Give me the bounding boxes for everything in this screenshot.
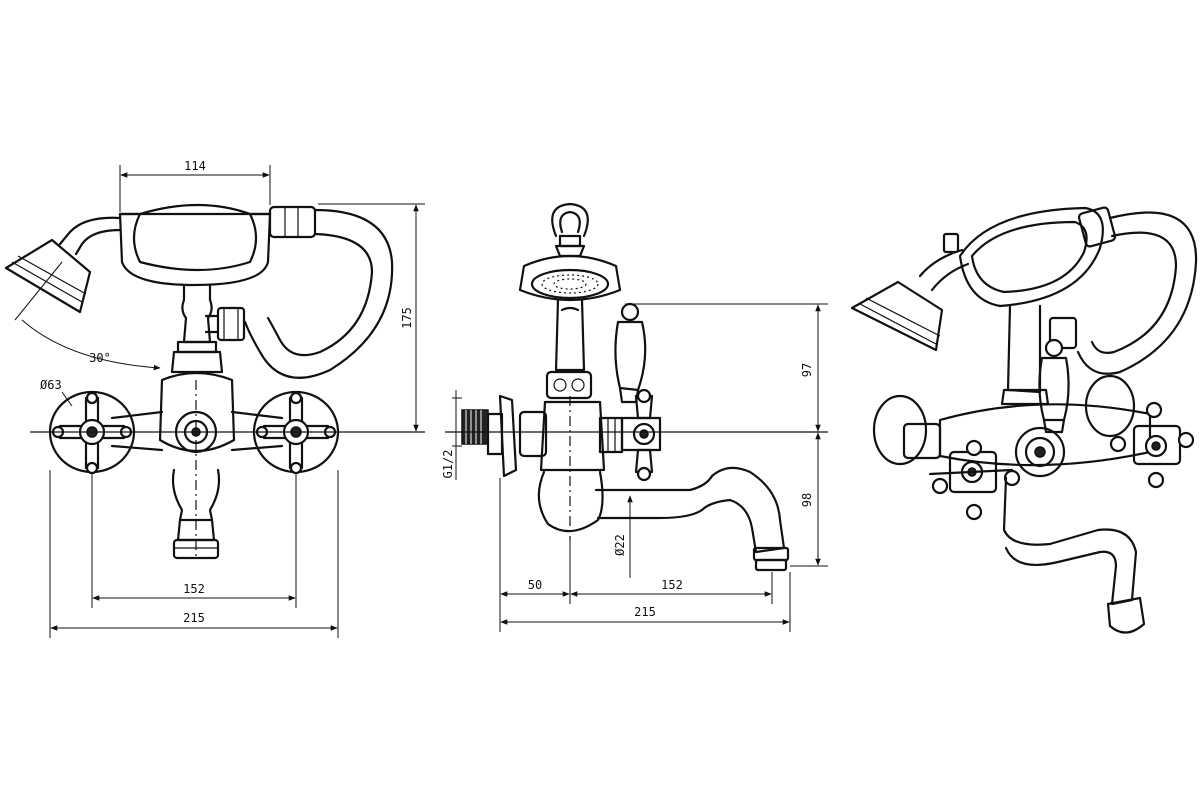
dim-lower-height: 98 <box>800 493 814 507</box>
dim-overall-width: 215 <box>183 611 205 625</box>
dim-handshower-width: 114 <box>184 159 206 173</box>
cross-handle-side <box>620 388 662 482</box>
dim-upper-height: 97 <box>800 363 814 377</box>
front-view: 114 175 30° Ø63 152 215 <box>4 159 425 638</box>
dim-angle: 30° <box>89 351 111 365</box>
dim-handle-diameter: Ø63 <box>40 378 62 392</box>
diverter-lever-iso <box>1038 338 1070 434</box>
dim-thread: G1/2 <box>441 450 455 479</box>
side-view: 97 98 G1/2 Ø22 50 152 215 <box>441 202 828 632</box>
dim-centers: 152 <box>183 582 205 596</box>
diverter-lever-side <box>614 302 647 404</box>
shower-head-iso <box>850 280 944 352</box>
shower-head-side <box>518 254 622 302</box>
left-handle-front <box>48 390 136 475</box>
dim-height: 175 <box>400 307 414 329</box>
dim-spout-diameter: Ø22 <box>613 534 627 556</box>
dim-spout-reach: 152 <box>661 578 683 592</box>
dim-overall-depth: 215 <box>634 605 656 619</box>
isometric-view <box>850 206 1198 634</box>
right-handle-iso <box>1109 401 1195 489</box>
dim-wall-offset: 50 <box>528 578 542 592</box>
